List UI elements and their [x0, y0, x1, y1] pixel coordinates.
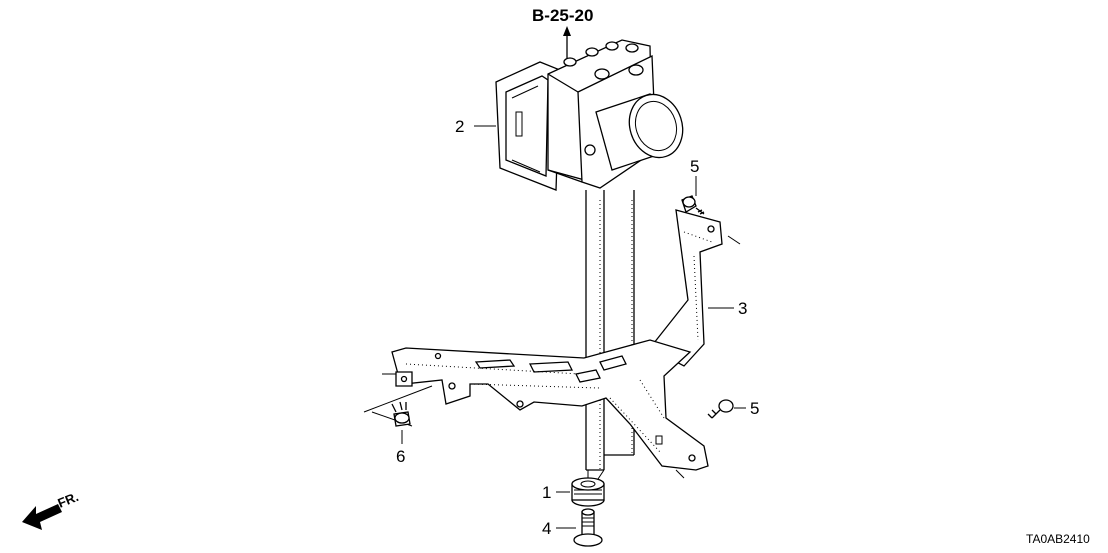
- bracket-arm: [649, 209, 723, 367]
- front-arrow-icon: [22, 504, 62, 530]
- flange-bolt-top: [681, 195, 705, 215]
- reference-arrow-head: [563, 26, 571, 36]
- callout-part-2: 2: [455, 117, 464, 136]
- bracket-hole: [688, 454, 696, 462]
- leader-lines: [363, 125, 746, 529]
- flange-bolt-6: [391, 401, 411, 427]
- bracket-hole: [707, 225, 715, 233]
- flange-bolt-right: [707, 399, 734, 419]
- fitting: [585, 47, 599, 57]
- front-label: FR.: [56, 489, 81, 511]
- connector-inner: [505, 75, 549, 177]
- callout-part-5-right: 5: [750, 399, 759, 418]
- mount-bolt: [584, 144, 596, 156]
- reference-label: B-25-20: [532, 6, 593, 62]
- callout-part-3: 3: [738, 299, 747, 318]
- callout-part-1: 1: [542, 483, 551, 502]
- callout-part-6: 6: [396, 447, 405, 466]
- bracket-plate: [391, 339, 709, 471]
- motor-end-cap: [628, 93, 684, 159]
- callout-part-5-top: 5: [690, 157, 699, 176]
- bracket-slot: [474, 359, 516, 369]
- collar-bolt: [573, 508, 603, 547]
- fitting: [628, 64, 644, 76]
- bracket-slot: [599, 355, 627, 371]
- diagram-code: TA0AB2410: [1026, 532, 1090, 546]
- bracket-slot: [528, 361, 574, 373]
- front-direction-indicator: FR.: [22, 489, 81, 530]
- alignment-lines: [585, 190, 635, 470]
- mount-rubber: [571, 477, 605, 507]
- fitting: [563, 57, 577, 67]
- callout-part-4: 4: [542, 519, 551, 538]
- abs-modulator-unit: [495, 39, 684, 471]
- fitting: [625, 43, 639, 53]
- fitting: [605, 41, 619, 51]
- bracket-slot: [575, 369, 601, 383]
- modulator-bracket: [391, 209, 723, 471]
- reference-text: B-25-20: [532, 6, 593, 25]
- fitting: [594, 68, 610, 80]
